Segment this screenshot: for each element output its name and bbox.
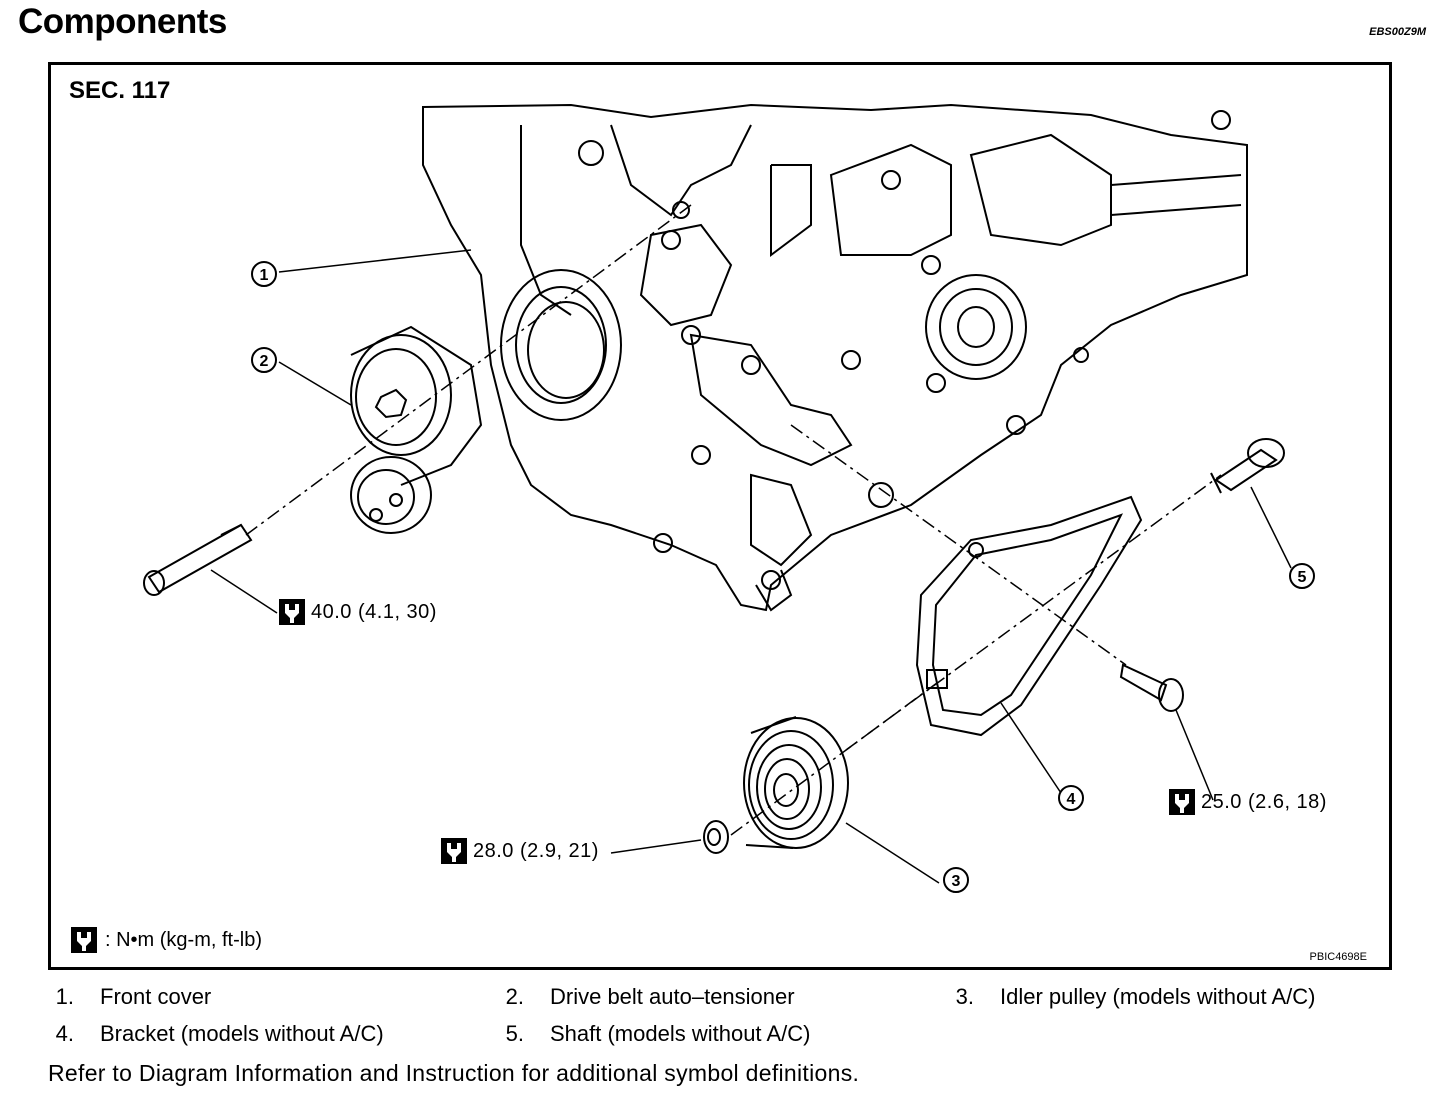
torque-value: 40.0 (4.1, 30) xyxy=(311,600,437,623)
torque-wrench-icon xyxy=(1169,789,1195,815)
reference-note: Refer to Diagram Information and Instruc… xyxy=(48,1060,860,1086)
idler-pulley-drawing xyxy=(743,716,849,849)
part-label: Idler pulley (models without A/C) xyxy=(1000,984,1316,1009)
callout-2: 2 xyxy=(260,353,269,370)
section-label: SEC. 117 xyxy=(69,77,171,104)
shaft-drawing xyxy=(1210,438,1285,494)
torque-spec-bracket-bolt: 25.0 (2.6, 18) xyxy=(1169,789,1327,815)
list-item: 3. Idler pulley (models without A/C) xyxy=(922,984,1316,1010)
torque-wrench-icon xyxy=(279,599,305,625)
auto-tensioner-drawing xyxy=(350,325,483,534)
pulley-nut-drawing xyxy=(703,820,729,854)
torque-value: 28.0 (2.9, 21) xyxy=(473,839,599,862)
callout-3: 3 xyxy=(952,873,961,890)
callout-4: 4 xyxy=(1067,791,1076,808)
part-label: Shaft (models without A/C) xyxy=(550,1021,811,1046)
exploded-view-drawing: 1 2 3 4 5 xyxy=(143,103,1315,893)
torque-wrench-icon xyxy=(71,927,97,953)
front-cover-outline xyxy=(422,103,1248,612)
part-number: 5. xyxy=(505,1021,524,1046)
bracket-drawing xyxy=(915,495,1143,737)
list-item: 4. Bracket (models without A/C) xyxy=(22,1021,384,1047)
tensioner-bolt-drawing xyxy=(143,523,253,596)
list-item: 5. Shaft (models without A/C) xyxy=(472,1021,811,1047)
diagram-frame: 1 2 3 4 5 SEC. 117 40.0 (4.1, 30) 28.0 (… xyxy=(48,62,1392,970)
callout-5: 5 xyxy=(1298,569,1307,586)
bracket-bolt-drawing xyxy=(1119,663,1184,712)
torque-value: 25.0 (2.6, 18) xyxy=(1201,790,1327,813)
list-item: 2. Drive belt auto–tensioner xyxy=(472,984,795,1010)
figure-code: PBIC4698E xyxy=(1309,951,1367,963)
torque-spec-tensioner-bolt: 40.0 (4.1, 30) xyxy=(279,599,437,625)
legend-text: : N•m (kg-m, ft-lb) xyxy=(105,928,262,951)
part-number: 4. xyxy=(55,1021,74,1046)
callout-1: 1 xyxy=(260,267,269,284)
part-number: 2. xyxy=(505,984,524,1009)
torque-unit-legend: : N•m (kg-m, ft-lb) xyxy=(71,927,262,953)
part-label: Bracket (models without A/C) xyxy=(100,1021,384,1046)
part-label: Front cover xyxy=(100,984,212,1009)
list-item: 1. Front cover xyxy=(22,984,212,1010)
part-number: 1. xyxy=(55,984,74,1009)
part-number: 3. xyxy=(955,984,974,1009)
page-title: Components xyxy=(18,2,227,41)
document-id: EBS00Z9M xyxy=(1369,26,1426,38)
torque-spec-pulley-nut: 28.0 (2.9, 21) xyxy=(441,838,599,864)
torque-wrench-icon xyxy=(441,838,467,864)
part-label: Drive belt auto–tensioner xyxy=(550,984,795,1009)
